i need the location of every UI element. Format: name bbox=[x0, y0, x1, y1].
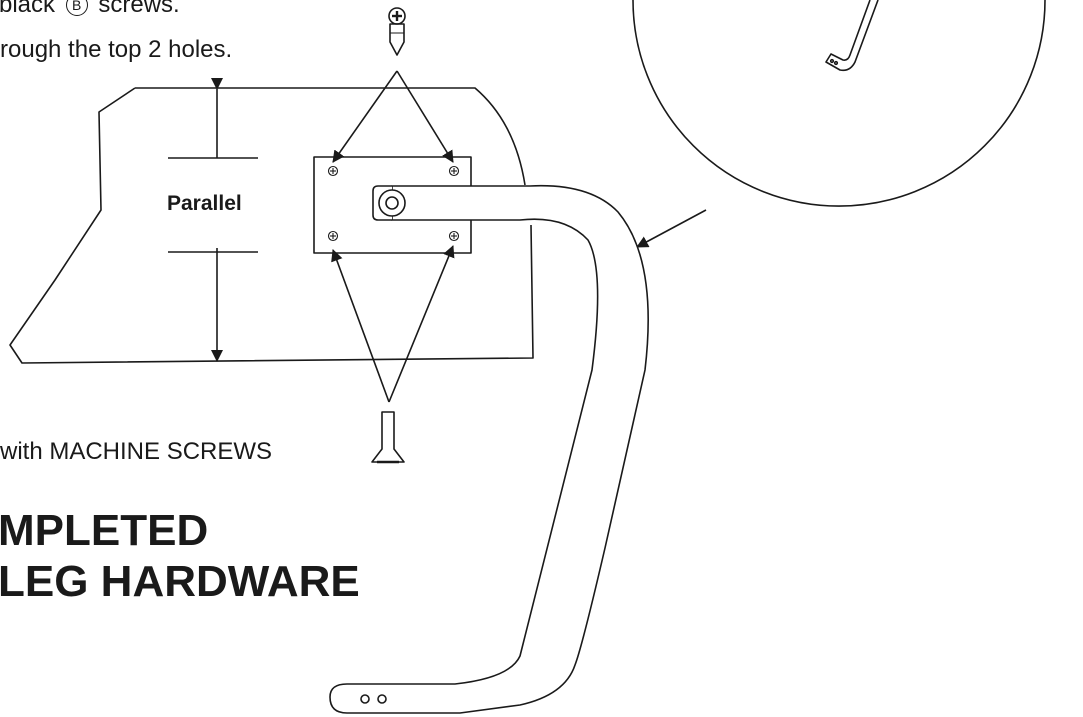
machine-screw-icon bbox=[371, 411, 405, 464]
leg-pivot-inner bbox=[385, 196, 399, 210]
pointer-arrow bbox=[636, 209, 707, 248]
instruction-line-1: black B screws. bbox=[0, 0, 180, 19]
wood-screw-icon bbox=[388, 7, 406, 56]
detail-leg-bracket bbox=[825, 0, 879, 72]
instruction-line-2: rough the top 2 holes. bbox=[0, 36, 233, 63]
curved-leg bbox=[329, 184, 649, 714]
leg-hole-2 bbox=[377, 694, 387, 704]
machine-screws-caption: with MACHINE SCREWS bbox=[0, 438, 273, 465]
screw-holes bbox=[327, 165, 460, 242]
heading-line-2: LEG HARDWARE bbox=[0, 557, 360, 606]
detail-circle bbox=[632, 0, 1046, 207]
instruction-text-end: screws. bbox=[98, 0, 180, 18]
leg-pivot-outer bbox=[378, 189, 406, 217]
cabinet-panel bbox=[9, 87, 534, 364]
circled-b-letter: B bbox=[72, 0, 82, 13]
circled-b-label: B bbox=[65, 0, 88, 16]
parallel-label: Parallel bbox=[167, 192, 242, 215]
instruction-text-start: black bbox=[0, 0, 56, 18]
heading-line-1: MPLETED bbox=[0, 506, 209, 555]
leg-hole-1 bbox=[360, 694, 370, 704]
